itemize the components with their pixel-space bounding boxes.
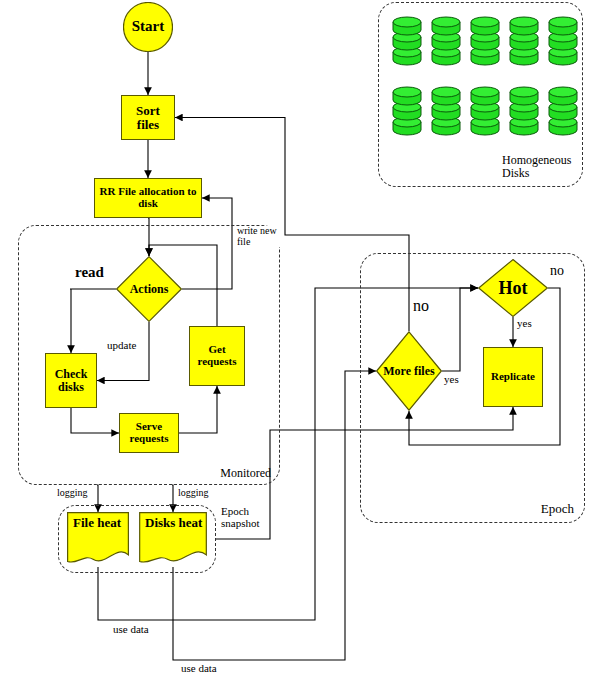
document-outline-path <box>140 513 207 563</box>
disk-stack <box>432 17 460 65</box>
process-box: Sort files <box>121 95 175 140</box>
diamond-outline-path <box>377 332 442 410</box>
document-shape: File heat <box>67 512 129 567</box>
node-text: More files <box>381 363 436 380</box>
node-label: File heat <box>73 516 129 530</box>
diamond-outline-path <box>117 257 182 322</box>
edge-label: write new file <box>236 226 282 247</box>
dashed-region: Homogeneous Disks <box>378 2 583 187</box>
connector <box>97 322 149 381</box>
node-label: Serve requests <box>122 421 176 444</box>
node-text: Hot <box>497 277 530 300</box>
connector <box>512 317 513 347</box>
process-box: Get requests <box>189 326 245 386</box>
dashed-region: Monitored ActionsCheck disks Get requestsS… <box>18 225 280 485</box>
connector <box>179 386 217 433</box>
node-text: Disks heat <box>139 512 207 530</box>
start-circle: Start <box>123 2 173 52</box>
node-label: Disks heat <box>145 516 207 530</box>
decision-diamond: Actions <box>116 256 182 322</box>
edge-label: read <box>74 265 105 281</box>
node-label: More files <box>383 365 434 378</box>
process-box: Check disks <box>45 353 97 408</box>
region-label: Homogeneous Disks <box>502 154 574 180</box>
edge-label: logging <box>56 488 89 499</box>
disk-stack <box>471 87 499 135</box>
document-outline-path <box>68 513 129 563</box>
disk-stack <box>549 17 577 65</box>
node-text: File heat <box>67 512 129 530</box>
node-text: Sort files <box>122 102 174 133</box>
disk-stack <box>471 17 499 65</box>
node-label: Get requests <box>192 344 242 367</box>
disk-stack <box>393 87 421 135</box>
process-box: Replicate <box>483 347 543 407</box>
edge-label: update <box>106 340 137 352</box>
node-label: Hot <box>499 279 528 298</box>
node-text: Actions <box>128 281 171 298</box>
edge-label: use data <box>112 624 150 636</box>
dashed-region: Epoch snapshotFile heatDisks heat <box>58 505 216 573</box>
edge-label: no <box>549 264 565 279</box>
node-text: Replicate <box>489 369 537 385</box>
connector <box>97 485 98 512</box>
node-label: Replicate <box>491 371 535 383</box>
connector <box>71 408 119 433</box>
connector <box>147 52 148 95</box>
process-box: RR File allocation to disk <box>94 178 202 218</box>
node-label: Check disks <box>48 368 94 393</box>
edge-label: yes <box>443 374 460 386</box>
connector <box>216 407 513 539</box>
node-label: Start <box>132 19 165 35</box>
disk-stack <box>510 17 538 65</box>
node-label: RR File allocation to disk <box>97 186 199 209</box>
region-label: Monitored <box>220 467 271 480</box>
decision-diamond: Hot <box>478 259 548 317</box>
dashed-region: Epoch HotMore files Replicate <box>360 253 585 523</box>
node-text: Get requests <box>190 342 244 369</box>
edge-label: logging <box>177 488 210 499</box>
circle-outline-path <box>124 3 173 52</box>
edge-label: no <box>412 298 430 315</box>
diamond-outline-path <box>479 260 548 317</box>
decision-diamond: More files <box>376 331 442 411</box>
region-label: Epoch <box>541 502 574 516</box>
connector <box>442 288 478 371</box>
disk-stack <box>549 87 577 135</box>
node-label: Sort files <box>124 104 172 131</box>
process-box: Serve requests <box>119 413 179 453</box>
edge-label: use data <box>180 663 218 675</box>
disk-stack <box>432 87 460 135</box>
region-label: Epoch snapshot <box>221 505 277 529</box>
node-text: RR File allocation to disk <box>95 184 201 211</box>
disk-stack <box>393 17 421 65</box>
node-text: Serve requests <box>120 419 178 446</box>
disk-stack <box>510 87 538 135</box>
connector <box>147 140 148 178</box>
node-text: Check disks <box>46 366 96 395</box>
edge-label: yes <box>516 318 533 330</box>
node-label: Actions <box>130 283 169 296</box>
document-shape: Disks heat <box>139 512 207 567</box>
connector <box>98 288 478 620</box>
node-text: Start <box>130 17 167 37</box>
connector <box>172 485 173 512</box>
